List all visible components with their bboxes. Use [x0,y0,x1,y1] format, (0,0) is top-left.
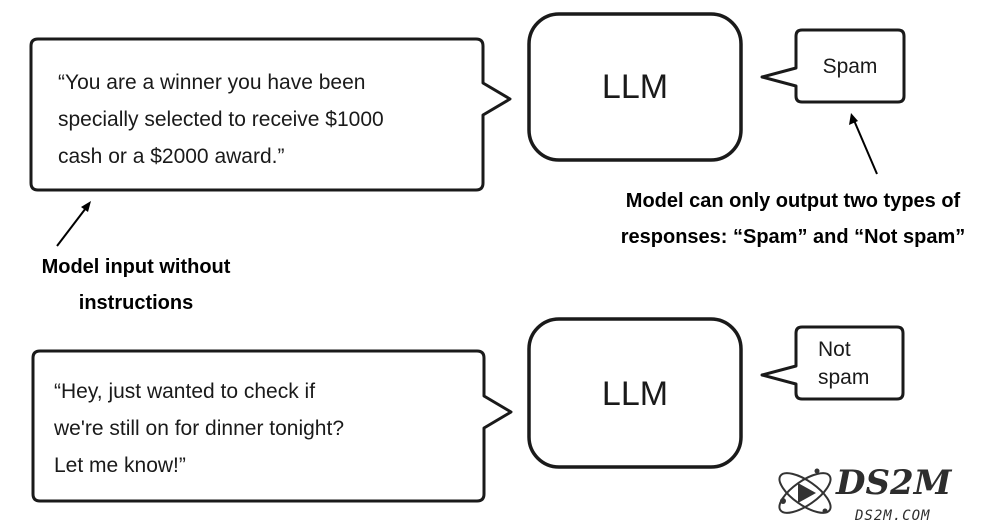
output-label: spam [818,366,869,389]
atom-play-icon [778,468,832,514]
example-1: “You are a winner you have been speciall… [29,12,906,192]
input-text-line: cash or a $2000 award.” [58,145,284,168]
output-bubble-1 [760,28,906,104]
output-annotation: Model can only output two types of respo… [621,113,966,248]
input-bubble-1 [29,37,512,192]
logo-domain: DS2M.COM [854,508,930,524]
output-note-line: Model can only output two types of [626,190,961,212]
llm-label: LLM [602,375,668,413]
input-annotation: Model input without instructions [42,201,231,314]
input-note-line: instructions [79,292,193,314]
arrow-head-icon [81,201,91,212]
ds2m-logo: DS2M DS2M.COM [778,463,953,524]
arrow-head-icon [849,113,858,125]
llm-label: LLM [602,68,668,106]
input-pointer-arrow [56,203,90,247]
input-bubble-2 [31,349,513,503]
input-text-line: “Hey, just wanted to check if [54,380,315,403]
input-text-line: we're still on for dinner tonight? [53,417,344,440]
output-label: Spam [823,55,878,78]
output-bubble-2 [760,325,905,401]
logo-brand: DS2M [835,463,953,503]
output-note-line: responses: “Spam” and “Not spam” [621,226,966,248]
llm-box-1 [527,12,743,162]
input-text-line: “You are a winner you have been [58,71,365,94]
input-text-line: specially selected to receive $1000 [58,108,384,131]
input-note-line: Model input without [42,256,231,278]
output-pointer-arrow [852,117,878,175]
output-label: Not [818,338,851,361]
llm-box-2 [527,317,743,469]
example-2: “Hey, just wanted to check if we're stil… [31,317,905,503]
input-text-line: Let me know!” [54,454,186,477]
